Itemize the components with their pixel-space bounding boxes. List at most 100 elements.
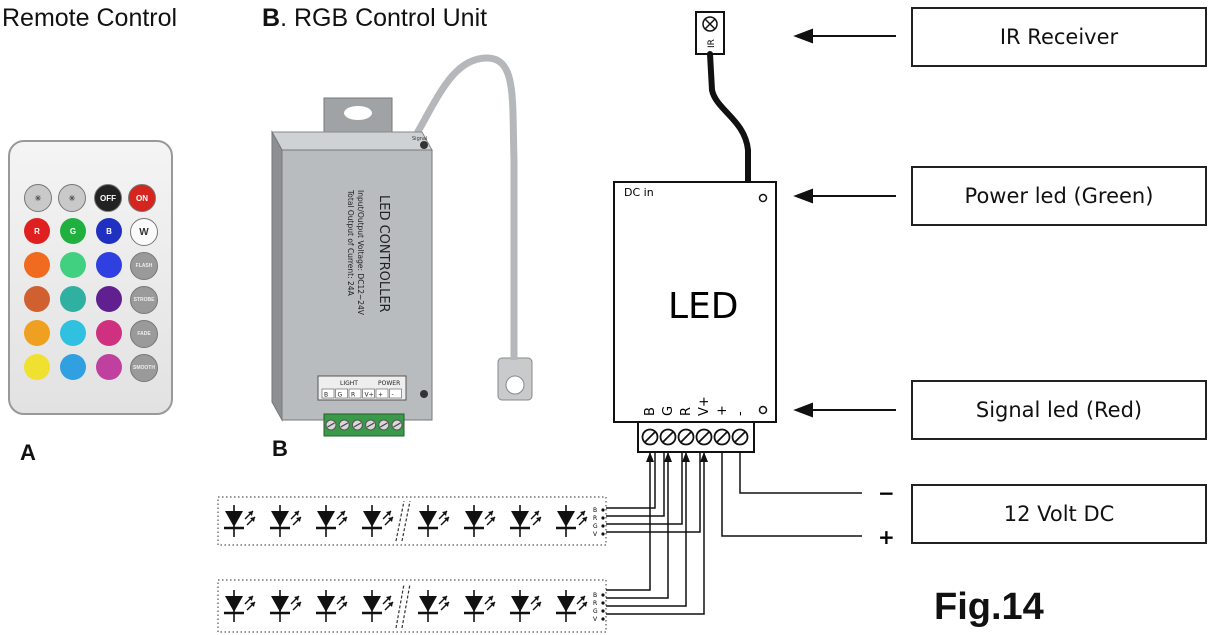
photo-terminal-label: B	[324, 392, 328, 399]
remote-mode-button: STROBE	[130, 286, 158, 314]
diode-icon	[362, 505, 394, 537]
strip-pin-label: B	[593, 507, 597, 514]
dc-in-label: DC in	[624, 186, 654, 199]
remote-color-button	[24, 320, 50, 346]
diode-icon	[556, 590, 588, 622]
remote-color-button	[96, 286, 122, 312]
ir-receiver-label: IR Receiver	[911, 7, 1207, 67]
remote-color-button: B	[96, 218, 122, 244]
photo-terminal-label: R	[351, 392, 355, 399]
signal-led-label: Signal led (Red)	[911, 380, 1207, 440]
ir-cable	[408, 54, 518, 340]
led-strip-outline	[217, 579, 607, 633]
diode-icon	[464, 590, 496, 622]
signal-led-dot	[420, 141, 428, 149]
strip-break-mark	[395, 583, 405, 629]
light-label: LIGHT	[340, 380, 358, 387]
power-led-indicator	[758, 193, 768, 203]
remote-mode-button: W	[130, 218, 158, 246]
strip-pin-label: R	[593, 600, 597, 607]
controller-photo: Signal LED CONTROLLER Input/Output Volta…	[271, 54, 533, 437]
plus-sign: +	[878, 525, 895, 549]
ir-receiver-text: IR	[707, 39, 717, 48]
controller-title: LED CONTROLLER	[376, 195, 391, 313]
strip-pin-label: G	[593, 608, 598, 615]
strip-wires	[606, 452, 705, 615]
remote-color-button	[96, 320, 122, 346]
rgb-control-unit-heading: B. RGB Control Unit	[262, 4, 487, 33]
remote-mode-button: FADE	[130, 320, 158, 348]
remote-off-button: OFF	[94, 184, 122, 212]
terminal-label: B	[643, 407, 658, 416]
strip-pin-label: G	[593, 523, 598, 530]
ir-sensor-window	[505, 375, 525, 395]
photo-terminal-cell	[362, 388, 375, 399]
ir-receiver-label-text: IR Receiver	[999, 25, 1119, 49]
strip-pin-dot	[601, 524, 605, 528]
diode-icon	[270, 505, 302, 537]
diode-icon	[510, 505, 542, 537]
photo-terminal-cell	[348, 388, 362, 399]
strip-pin-label: B	[593, 592, 597, 599]
negative-wire	[739, 452, 862, 494]
green-terminal-screws	[325, 419, 403, 431]
strip-pin-dot	[601, 516, 605, 520]
strip-break-mark	[395, 500, 405, 542]
remote-color-button	[96, 354, 122, 380]
diode-icon	[224, 590, 256, 622]
diode-icon	[224, 505, 256, 537]
mounting-hole	[344, 106, 372, 120]
photo-terminal-cell	[335, 388, 348, 399]
remote-color-button	[60, 320, 86, 346]
controller-body	[281, 149, 433, 421]
remote-mode-button: FLASH	[130, 252, 158, 280]
strip-pin-label: V	[593, 531, 598, 538]
ir-cable-line	[707, 51, 751, 185]
brightness-down-icon: ☀	[58, 184, 86, 212]
diode-icon	[510, 590, 542, 622]
terminal-label: G	[661, 406, 676, 416]
label-b: B	[272, 436, 288, 461]
remote-color-button	[24, 354, 50, 380]
signal-led-label-text: Signal led (Red)	[975, 398, 1143, 422]
strip-break-mark	[401, 583, 411, 629]
led-controller-box	[613, 181, 777, 423]
signal-led-indicator	[758, 405, 768, 415]
figure-caption: Fig.14	[934, 586, 1044, 628]
remote-color-button	[60, 252, 86, 278]
terminal-label: R	[679, 407, 694, 416]
terminal-screws	[641, 428, 749, 446]
remote-color-button	[24, 252, 50, 278]
photo-terminal-label: +	[378, 392, 383, 399]
terminal-label: -	[733, 411, 748, 416]
strip-pin-dot	[601, 593, 605, 597]
power-led-dot	[420, 390, 428, 398]
photo-terminal-label: G	[338, 392, 343, 399]
diode-icon	[270, 590, 302, 622]
spec-line-1: Input/Output Voltage: DC12~24V	[356, 190, 365, 316]
strip-pin-label: V	[593, 616, 598, 623]
controller-side	[271, 130, 283, 422]
diode-icon	[464, 505, 496, 537]
minus-sign: −	[878, 481, 895, 505]
remote-color-button	[24, 286, 50, 312]
diode-icon	[316, 590, 348, 622]
spec-line-2: Total Output of Current: 24A	[346, 189, 355, 297]
remote-color-button	[96, 252, 122, 278]
label-arrows	[793, 28, 896, 418]
brightness-up-icon: ☀	[24, 184, 52, 212]
green-terminal-block	[323, 413, 405, 437]
photo-terminal-label: -	[392, 392, 394, 399]
ir-tag: Signal	[412, 136, 427, 142]
remote-mode-button: SMOOTH	[130, 354, 158, 382]
photo-terminal-cell	[375, 388, 389, 399]
remote-color-button: R	[24, 218, 50, 244]
diode-icon	[362, 590, 394, 622]
power-label: POWER	[378, 380, 400, 387]
